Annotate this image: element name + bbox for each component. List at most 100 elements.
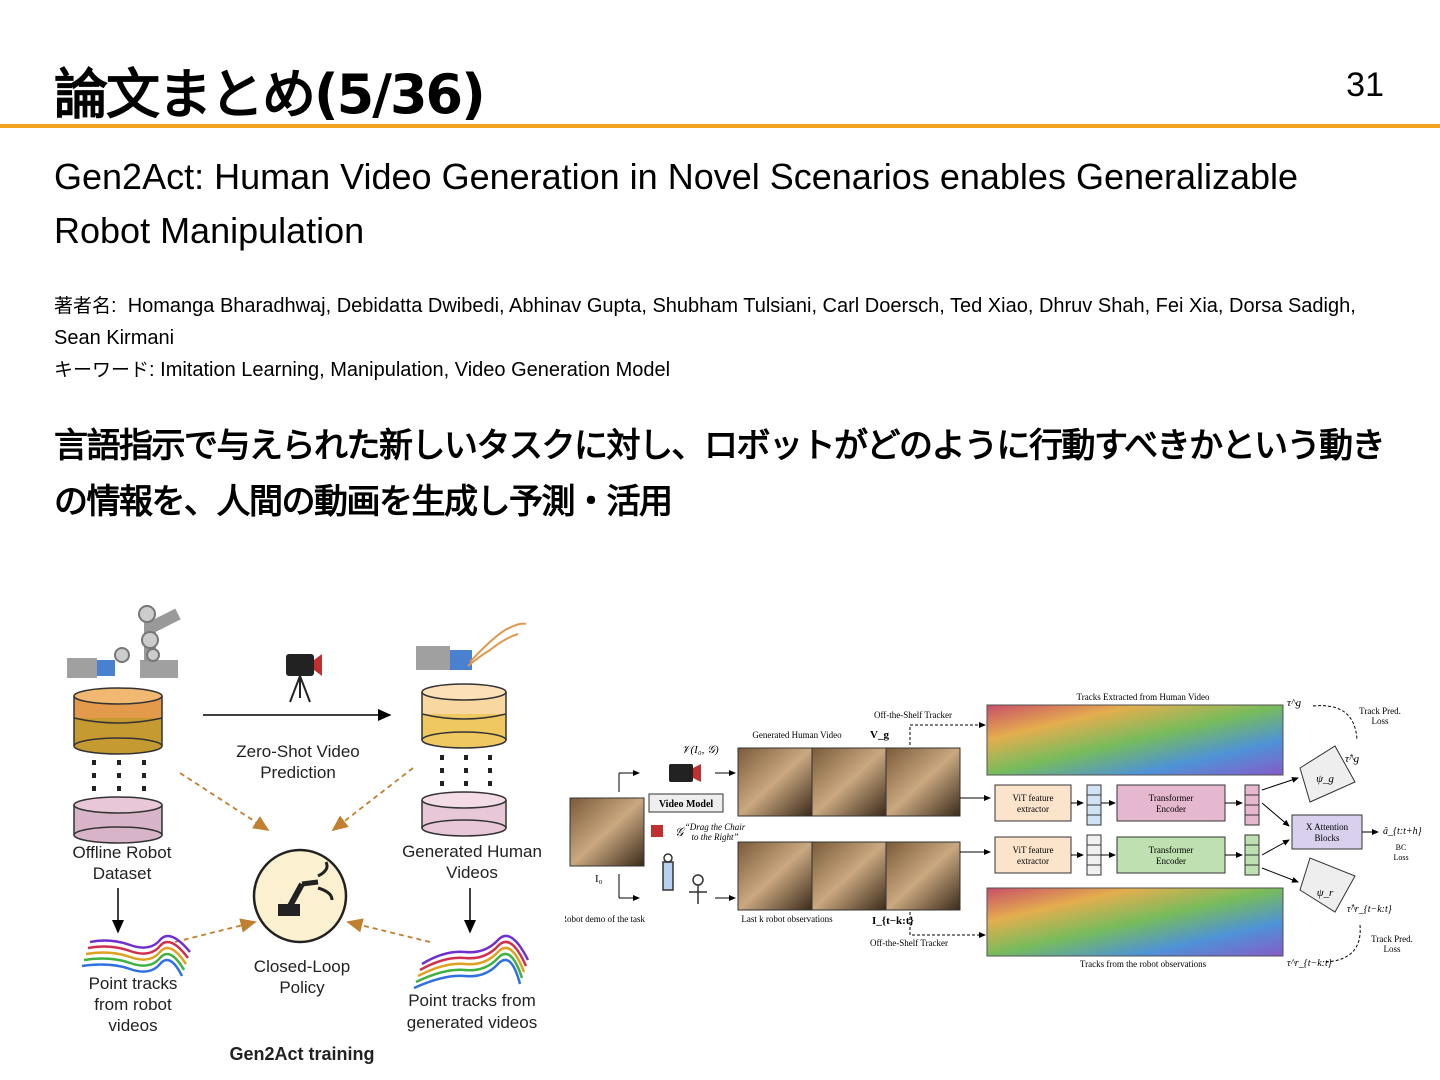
transformer-bottom: [1116, 836, 1226, 874]
videos-to-policy-arrow: [331, 767, 414, 832]
generated-videos-db-icon: [421, 683, 507, 749]
xattn-1: X Attention: [1306, 822, 1349, 832]
generated-video-frames: [737, 747, 961, 817]
track-pred-bot-2: Loss: [1383, 944, 1401, 954]
generated-videos-db-bottom-icon: [421, 791, 507, 837]
authors-label: 著者名: [54, 295, 112, 317]
robot-demo-label: Robot demo of the task: [565, 914, 645, 924]
initial-frame-image: [569, 797, 645, 867]
vg-label: V_g: [870, 729, 889, 741]
instruction-line-2: to the Right”: [692, 832, 739, 842]
robot-tracks-label-2: from robot: [94, 995, 172, 1014]
to-psi-g-arrow: [1261, 777, 1299, 791]
robot-dataset-db-icon: [73, 687, 163, 755]
tracker-top-arrow: [909, 722, 986, 745]
loss-top-arrow: [1312, 705, 1358, 741]
i0-label: I₀: [595, 873, 603, 885]
robot-arm-icon: [67, 605, 181, 678]
offline-label-1: Offline Robot: [73, 843, 172, 862]
zero-shot-label-1: Zero-Shot Video: [236, 742, 359, 761]
track-pred-top-1: Track Pred.: [1359, 706, 1401, 716]
off-shelf-tracker-top: Off-the-Shelf Tracker: [874, 710, 952, 720]
a-hat-label: â_{t:t+h}: [1383, 826, 1422, 837]
token-stack-bottom-left: [1086, 834, 1102, 876]
video-model-label: Video Model: [659, 799, 714, 810]
tracks-human-label: Tracks Extracted from Human Video: [1077, 692, 1210, 702]
robot-tracks-to-policy-arrow: [174, 918, 257, 943]
token-stack-top-right: [1244, 784, 1260, 826]
figure-caption: Gen2Act training: [229, 1044, 374, 1064]
to-xattn-bottom-arrow: [1261, 839, 1290, 856]
tracks-robot-image: [986, 887, 1284, 957]
robot-point-tracks-icon: [81, 934, 191, 977]
vit-top-2: extractor: [1017, 804, 1049, 814]
tau-hat-r-label: τ̂^r_{t−k:t}: [1347, 904, 1392, 915]
policy-label-2: Policy: [279, 978, 325, 997]
generated-label-1: Generated Human: [402, 842, 542, 861]
tau-r-label: τ^r_{t−k:t}: [1287, 958, 1332, 969]
keywords-line: キーワード: Imitation Learning, Manipulation,…: [54, 354, 1394, 386]
keywords-sep: :: [149, 359, 161, 381]
bc-2: Loss: [1393, 853, 1408, 862]
generated-label-2: Videos: [446, 863, 498, 882]
gen-tracks-label-1: Point tracks from: [408, 991, 536, 1010]
gen2act-architecture-figure: I₀ Robot demo of the task 𝒱(I₀, 𝒢) Video…: [565, 692, 1422, 969]
robot-observation-frames: [737, 841, 961, 911]
token-stack-top-left: [1086, 784, 1102, 826]
authors-line: 著者名: Homanga Bharadhwaj, Debidatta Dwibe…: [54, 290, 1394, 354]
video-model-box: [648, 793, 724, 813]
vit-bottom-1: ViT feature: [1012, 845, 1053, 855]
psi-r-block: [1299, 857, 1356, 913]
page-number: 31: [1346, 66, 1384, 104]
x-attention-block: [1291, 814, 1363, 850]
slide-title: 論文まとめ(5/36): [54, 63, 486, 126]
transformer-bottom-1: Transformer: [1149, 845, 1194, 855]
ellipsis-dots-right: [440, 755, 492, 786]
bc-1: BC: [1396, 843, 1407, 852]
loss-bottom-arrow: [1324, 924, 1361, 963]
video-camera-icon: [286, 654, 322, 703]
to-xattn-top-arrow: [1261, 802, 1290, 827]
offline-label-2: Dataset: [93, 864, 152, 883]
transformer-top-2: Encoder: [1156, 804, 1186, 814]
summary-text: 言語指示で与えられた新しいタスクに対し、ロボットがどのように行動すべきかという動…: [54, 426, 1386, 522]
gen-tracks-to-policy-arrow: [346, 918, 431, 943]
policy-label-1: Closed-Loop: [254, 957, 350, 976]
policy-icon: [252, 848, 348, 944]
instruction-line-1: “Drag the Chair: [685, 822, 746, 832]
i-tk-label: I_{t−k:t}: [872, 915, 914, 927]
to-psi-r-arrow: [1261, 867, 1299, 883]
dataset-to-policy-arrow: [179, 772, 270, 831]
tracks-human-image: [986, 704, 1284, 776]
generated-point-tracks-icon: [413, 934, 530, 990]
title-divider: [0, 124, 1440, 128]
robot-and-human-icon: [662, 853, 707, 904]
instruction-icon: [651, 825, 663, 837]
vit-top-1: ViT feature: [1012, 793, 1053, 803]
paper-meta: 著者名: Homanga Bharadhwaj, Debidatta Dwibe…: [54, 290, 1394, 386]
vit-extractor-top: [994, 784, 1072, 822]
v-formula: 𝒱(I₀, 𝒢): [681, 744, 719, 756]
keywords-label: キーワード: [54, 359, 150, 381]
vit-bottom-2: extractor: [1017, 856, 1049, 866]
tracker-bottom-arrow: [909, 912, 986, 938]
authors-value: Homanga Bharadhwaj, Debidatta Dwibedi, A…: [54, 295, 1356, 349]
g-symbol: 𝒢: [675, 825, 686, 839]
gen-tracks-label-2: generated videos: [407, 1013, 537, 1032]
tracks-robot-label: Tracks from the robot observations: [1080, 959, 1207, 969]
psi-g-label: ψ_g: [1316, 773, 1334, 785]
authors-sep: :: [111, 295, 128, 317]
robot-tracks-label-3: videos: [108, 1016, 157, 1035]
track-pred-bot-1: Track Pred.: [1371, 934, 1413, 944]
token-stack-bottom-right: [1244, 834, 1260, 876]
robot-dataset-db-bottom-icon: [73, 796, 163, 844]
transformer-bottom-2: Encoder: [1156, 856, 1186, 866]
paper-title: Gen2Act: Human Video Generation in Novel…: [54, 156, 1299, 251]
off-shelf-tracker-bottom: Off-the-Shelf Tracker: [870, 938, 948, 948]
robot-tracks-label-1: Point tracks: [89, 974, 178, 993]
keywords-value: Imitation Learning, Manipulation, Video …: [160, 359, 671, 381]
track-pred-top-2: Loss: [1371, 716, 1389, 726]
transformer-top: [1116, 784, 1226, 822]
vit-extractor-bottom: [994, 836, 1072, 874]
tau-hat-g-label: τ̂^g: [1345, 753, 1360, 765]
